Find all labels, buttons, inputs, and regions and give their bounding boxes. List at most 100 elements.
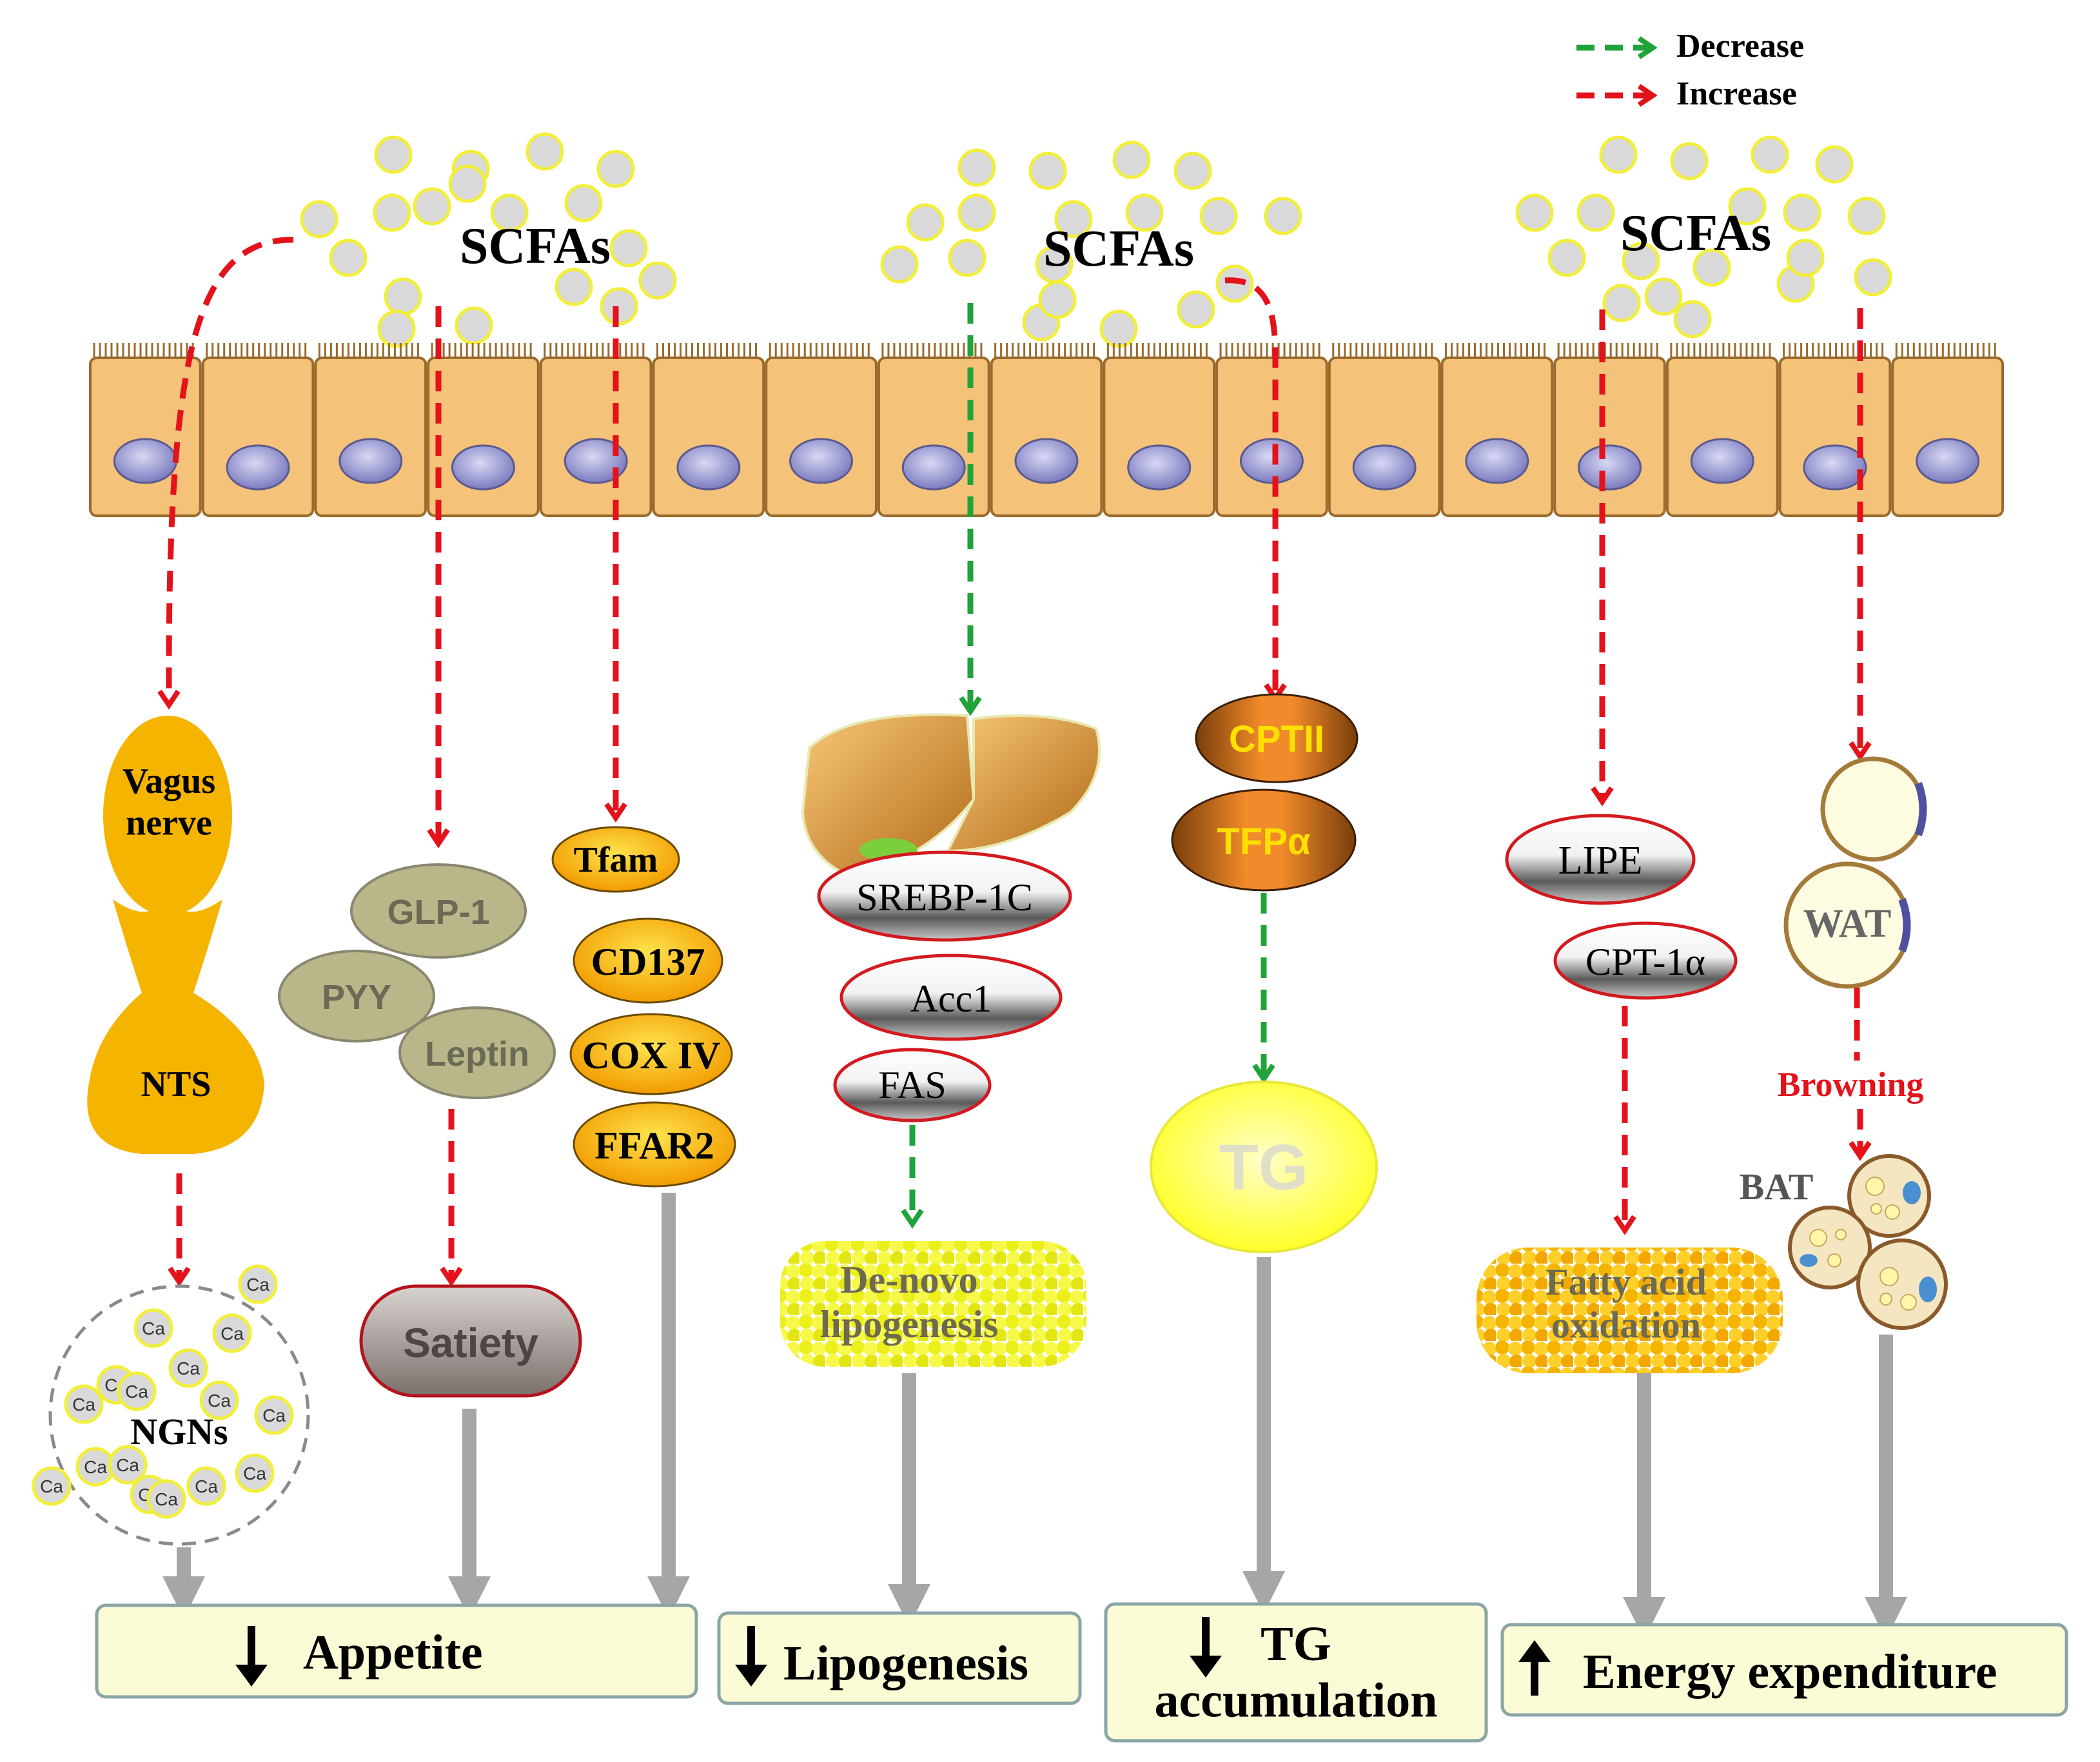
protein-fas-label: FAS bbox=[878, 1064, 947, 1106]
svg-text:Ca: Ca bbox=[142, 1318, 165, 1338]
scfa-particle bbox=[1854, 258, 1892, 297]
hormone-glp1-label: GLP-1 bbox=[387, 893, 489, 932]
svg-text:Ca: Ca bbox=[246, 1275, 270, 1295]
svg-text:Ca: Ca bbox=[116, 1455, 139, 1475]
scfa-particle bbox=[1099, 309, 1138, 348]
scfa-particle bbox=[638, 261, 677, 300]
scfa-particle bbox=[490, 193, 529, 232]
cell-nucleus bbox=[113, 438, 177, 484]
svg-text:Ca: Ca bbox=[84, 1457, 107, 1477]
browning-label: Browning bbox=[1777, 1065, 1923, 1104]
svg-text:Ca: Ca bbox=[221, 1324, 244, 1344]
scfa-particle bbox=[1112, 141, 1151, 179]
bat-adipocytes bbox=[1788, 1154, 1948, 1330]
ngns-boundary bbox=[48, 1284, 310, 1546]
legend: Decrease Increase bbox=[1576, 28, 1804, 112]
nts-label: NTS bbox=[141, 1064, 211, 1104]
protein-srebp1c bbox=[817, 850, 1072, 942]
scfa-particle bbox=[300, 200, 339, 239]
scfa-particle bbox=[1054, 200, 1093, 239]
hormone-leptin-label: Leptin bbox=[425, 1035, 529, 1073]
hormone-glp1 bbox=[350, 863, 527, 959]
scfa-particle bbox=[1847, 197, 1886, 235]
svg-text:Ca: Ca bbox=[177, 1358, 200, 1378]
svg-text:Ca: Ca bbox=[125, 1382, 148, 1402]
calcium-ion: Ca bbox=[146, 1479, 186, 1519]
scfa-particle bbox=[455, 306, 493, 345]
marker-coxiv bbox=[569, 1013, 733, 1095]
scfa-particle bbox=[554, 268, 593, 306]
calcium-ion: Ca bbox=[212, 1313, 252, 1353]
epithelial-cell bbox=[1328, 343, 1441, 517]
epithelial-cell bbox=[1891, 343, 2005, 517]
cell-nucleus bbox=[451, 444, 515, 491]
epithelial-cell bbox=[990, 343, 1103, 517]
svg-text:Ca: Ca bbox=[262, 1405, 286, 1425]
cell-nucleus bbox=[1014, 438, 1079, 484]
protein-srebp1c-label: SREBP-1C bbox=[856, 876, 1032, 919]
calcium-ion: Ca bbox=[168, 1348, 208, 1388]
epithelial-cell bbox=[877, 343, 990, 517]
scfa-particle bbox=[1264, 197, 1302, 235]
cell-nucleus bbox=[901, 444, 966, 491]
svg-text:Ca: Ca bbox=[195, 1476, 218, 1496]
scfa-particle bbox=[1783, 193, 1821, 232]
down-arrow-icon bbox=[235, 1626, 268, 1687]
marker-cd137 bbox=[573, 917, 723, 1004]
enzyme-cpt1a-label: CPT-1α bbox=[1585, 941, 1705, 983]
intestinal-epithelium bbox=[89, 343, 2005, 517]
scfa-particle bbox=[957, 148, 996, 187]
cell-nucleus bbox=[1465, 438, 1529, 484]
scfa-particle bbox=[525, 132, 564, 171]
cell-nucleus bbox=[1690, 438, 1754, 484]
protein-acc1 bbox=[839, 954, 1063, 1041]
marker-tfam bbox=[551, 826, 680, 893]
calcium-ion: Ca bbox=[117, 1371, 157, 1411]
scfa-particle bbox=[448, 164, 487, 203]
scfa-particle bbox=[609, 229, 648, 268]
cell-nucleus bbox=[1916, 438, 1980, 484]
scfa-particle bbox=[384, 277, 422, 316]
calcium-ion: Ca bbox=[32, 1466, 72, 1506]
outcome-appetite-label: Appetite bbox=[303, 1625, 483, 1679]
scfa-particles bbox=[300, 132, 1892, 348]
svg-text:Ca: Ca bbox=[72, 1395, 95, 1414]
scfa-label-2: SCFAs bbox=[1043, 220, 1194, 277]
scfa-particle bbox=[1602, 284, 1641, 322]
hormone-leptin bbox=[398, 1006, 556, 1099]
marker-tfam-label: Tfam bbox=[574, 840, 658, 880]
outcome-lipogenesis-box bbox=[717, 1611, 1082, 1705]
enzyme-cpt1a bbox=[1553, 921, 1738, 1000]
epithelial-cell bbox=[1103, 343, 1216, 517]
cell-nucleus bbox=[226, 444, 290, 491]
scfa-particle bbox=[1599, 135, 1638, 174]
vagus-nerve-body bbox=[103, 716, 232, 915]
scfa-particle bbox=[1215, 264, 1254, 303]
scfa-label-1: SCFAs bbox=[460, 218, 611, 275]
enzyme-tfpa-label: TFPα bbox=[1217, 821, 1311, 863]
arrow-scfa-to-cptii bbox=[1224, 277, 1287, 703]
protein-acc1-label: Acc1 bbox=[910, 977, 992, 1020]
epithelial-cell bbox=[765, 343, 878, 517]
enzyme-cptii-label: CPTII bbox=[1229, 718, 1324, 760]
calcium-ions: CaCaCaCaCaCaCaCaCaCaCaCaCaCaCaCa bbox=[32, 1264, 294, 1519]
enzyme-cptii bbox=[1195, 693, 1359, 783]
hormone-pyy-label: PYY bbox=[322, 978, 391, 1017]
scfa-particle bbox=[1622, 242, 1660, 280]
satiety-box bbox=[359, 1284, 582, 1398]
outcome-lipogenesis-label: Lipogenesis bbox=[783, 1636, 1028, 1690]
legend-increase-label: Increase bbox=[1676, 75, 1797, 112]
calcium-ion: Ca bbox=[254, 1395, 294, 1435]
scfa-particle bbox=[1125, 193, 1164, 232]
epithelial-cell bbox=[539, 343, 653, 517]
enzyme-lipe-label: LIPE bbox=[1558, 839, 1643, 883]
scfa-particle bbox=[1693, 248, 1731, 287]
nts-body bbox=[87, 890, 264, 1154]
marker-cd137-label: CD137 bbox=[591, 941, 705, 983]
scfa-particle bbox=[906, 203, 945, 242]
